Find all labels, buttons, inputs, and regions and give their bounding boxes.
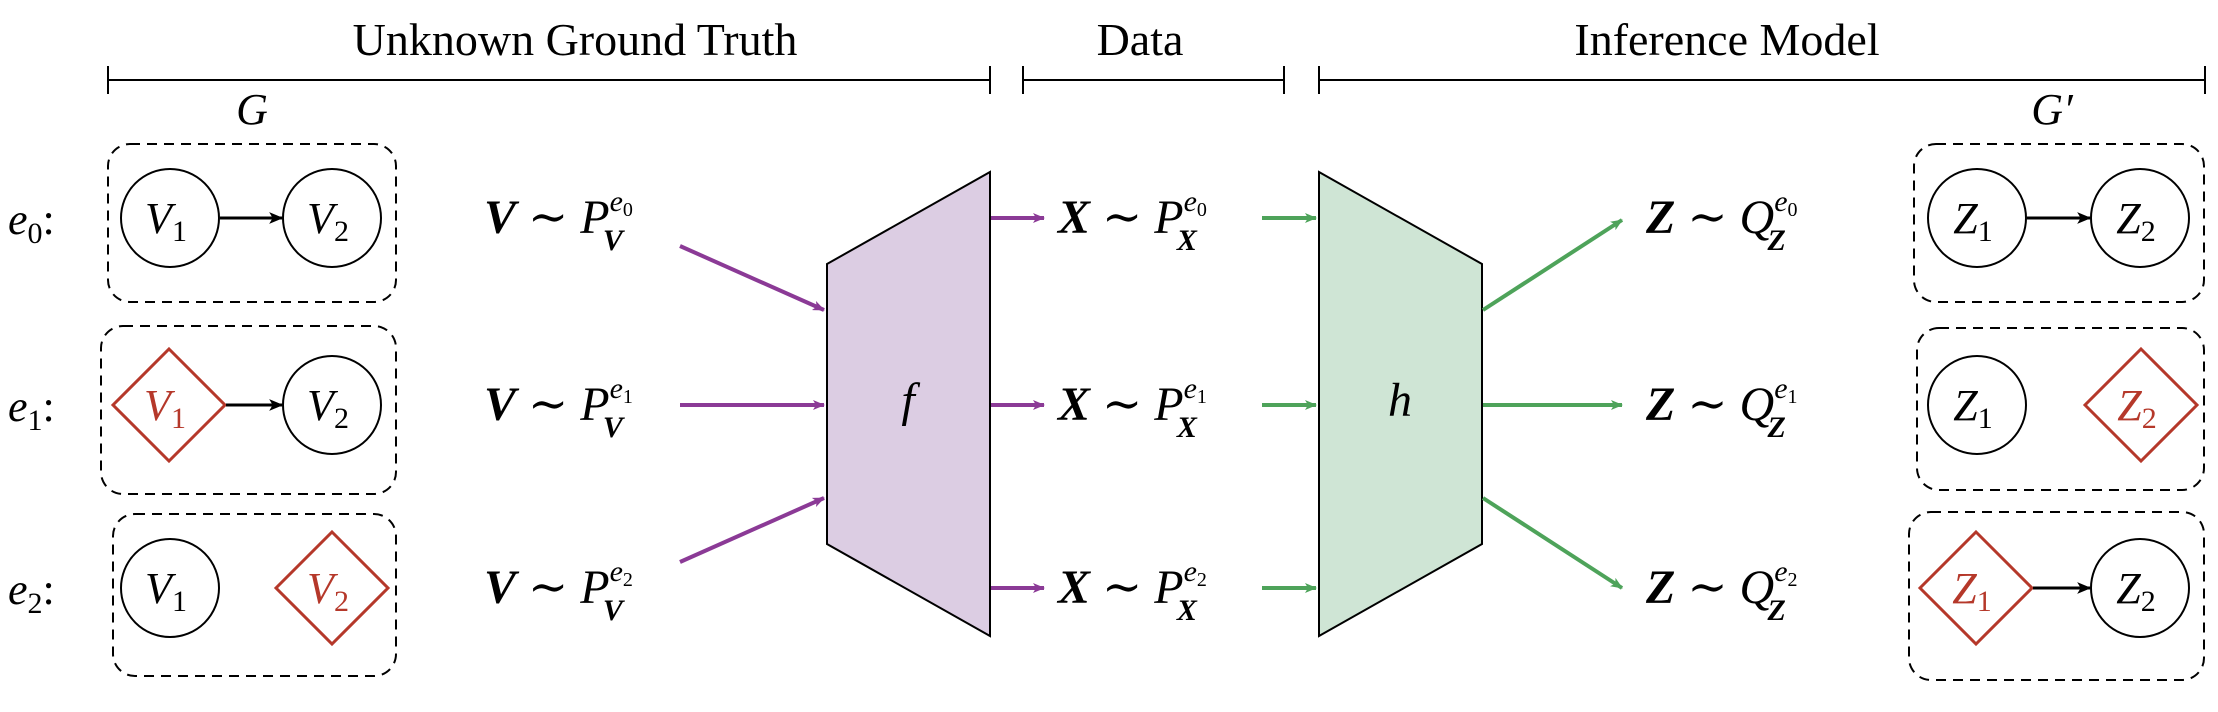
header-ground-truth: Unknown Ground Truth bbox=[107, 14, 991, 94]
right-node-z1-e1: Z1 bbox=[1927, 355, 2027, 455]
right-node-z2-e1: Z2 bbox=[2082, 346, 2200, 464]
header-data: Data bbox=[1022, 14, 1285, 94]
node-label: V2 bbox=[307, 564, 349, 618]
graph-label-g: G bbox=[236, 85, 268, 134]
green-arrows bbox=[1262, 213, 1624, 593]
purple-arrows bbox=[679, 213, 1045, 593]
node-label: Z2 bbox=[2117, 381, 2156, 435]
environment-label: e1: bbox=[8, 382, 55, 437]
node-label: V1 bbox=[144, 381, 186, 435]
arrow-v-e0-to-f bbox=[679, 244, 825, 312]
node-circle bbox=[1927, 355, 2027, 455]
left-node-v1-e1: V1 bbox=[110, 346, 228, 464]
right-node-z2-e2: Z2 bbox=[2090, 538, 2190, 638]
right-node-z2-e0: Z2 bbox=[2090, 168, 2190, 268]
node-label: V2 bbox=[307, 194, 349, 248]
arrow-h-to-z-e0 bbox=[1481, 218, 1624, 312]
left-node-v1-e2: V1 bbox=[120, 538, 220, 638]
arrow-v-e2-to-f bbox=[679, 496, 825, 564]
left-graph-boxes bbox=[100, 143, 397, 677]
node-label: V1 bbox=[145, 194, 187, 248]
node-label: Z1 bbox=[1953, 381, 1992, 435]
node-label: V1 bbox=[145, 564, 187, 618]
left-node-v2-e0: V2 bbox=[282, 168, 382, 268]
node-label: V2 bbox=[307, 381, 349, 435]
right-node-z1-e0: Z1 bbox=[1927, 168, 2027, 268]
header-inference: Inference Model bbox=[1318, 14, 2206, 94]
left-node-v2-e1: V2 bbox=[282, 355, 382, 455]
mixing-function-f bbox=[826, 170, 991, 638]
header-data-label: Data bbox=[1097, 14, 1184, 65]
graph-label-g-prime: G′ bbox=[2031, 85, 2074, 134]
header-inference-label: Inference Model bbox=[1574, 14, 1879, 65]
node-label: Z1 bbox=[1953, 194, 1992, 248]
environment-label: e2: bbox=[8, 565, 55, 620]
left-node-v1-e0: V1 bbox=[120, 168, 220, 268]
node-circle bbox=[120, 168, 220, 268]
left-node-v2-e2: V2 bbox=[273, 529, 391, 647]
right-node-z1-e2: Z1 bbox=[1917, 529, 2035, 647]
dashed-box-left-e0 bbox=[107, 143, 397, 303]
arrow-h-to-z-e2 bbox=[1481, 496, 1624, 590]
right-graph-boxes bbox=[1908, 143, 2205, 681]
environment-labels: e0: e1: e2: bbox=[8, 195, 55, 620]
dashed-box-right-e1 bbox=[1916, 327, 2205, 491]
dashed-box-right-e2 bbox=[1908, 511, 2205, 681]
dashed-box-right-e0 bbox=[1913, 143, 2205, 303]
environment-label: e0: bbox=[8, 195, 55, 250]
inference-model-h bbox=[1318, 170, 1483, 638]
intervened-diamond bbox=[2082, 346, 2200, 464]
node-circle bbox=[1927, 168, 2027, 268]
node-label: Z1 bbox=[1952, 564, 1991, 618]
node-circle bbox=[120, 538, 220, 638]
node-label: Z2 bbox=[2116, 194, 2155, 248]
dashed-box-left-e1 bbox=[100, 325, 397, 495]
header-ground-truth-label: Unknown Ground Truth bbox=[353, 14, 798, 65]
node-label: Z2 bbox=[2116, 564, 2155, 618]
intervened-diamond bbox=[273, 529, 391, 647]
intervened-diamond bbox=[110, 346, 228, 464]
inference-model-h-label: h bbox=[1388, 374, 1412, 427]
intervened-diamond bbox=[1917, 529, 2035, 647]
dashed-box-left-e2 bbox=[112, 513, 397, 677]
